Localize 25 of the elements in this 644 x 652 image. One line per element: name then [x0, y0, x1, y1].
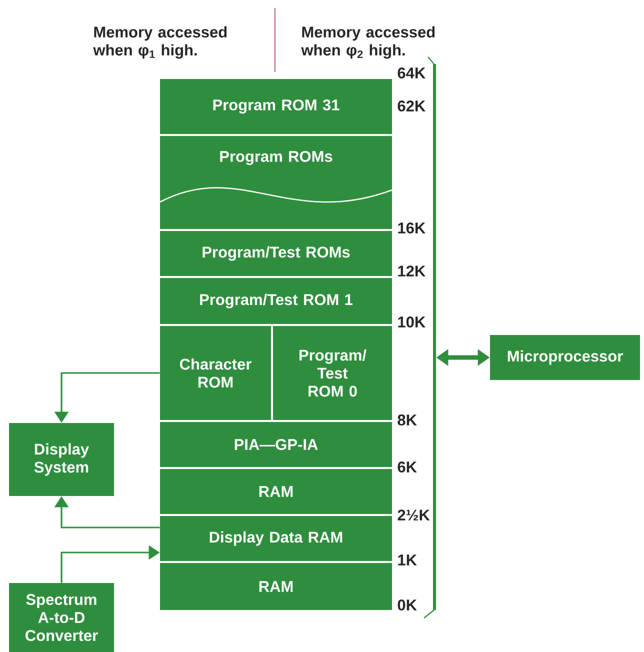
memory-block: Program ROMs: [160, 136, 392, 229]
address-label: 62K: [398, 100, 426, 112]
heading-text: Memory accessed when φ$_{1}$ high.: [93, 26, 227, 59]
address-label: 8K: [398, 414, 417, 426]
address-label: 16K: [398, 222, 426, 234]
memory-block: Display Data RAM: [160, 516, 392, 561]
memory-block: RAM: [160, 563, 392, 610]
address-label: 10K: [398, 316, 426, 328]
heading-text: Memory accessed when φ$_{2}$ high.: [301, 26, 435, 59]
component-box: Spectrum A-to-D Converter: [9, 583, 114, 652]
address-label: 2½K: [398, 510, 430, 520]
address-label: 0K: [398, 600, 417, 610]
memory-block: Program/ Test ROM 0: [273, 326, 392, 420]
address-label: 64K: [398, 68, 426, 78]
memory-block: Character ROM: [160, 326, 271, 420]
memory-block: PIA—GP-IA: [160, 422, 392, 467]
memory-block: Program/Test ROMs: [160, 231, 392, 276]
address-label: 1K: [398, 554, 417, 566]
memory-block: Program/Test ROM 1: [160, 278, 392, 324]
address-label: 12K: [398, 266, 426, 276]
memory-block: RAM: [160, 469, 392, 514]
component-box: Microprocessor: [490, 335, 640, 380]
address-label: 6K: [398, 462, 417, 472]
component-box: Display System: [9, 423, 114, 496]
memory-block: Program ROM 31: [160, 79, 392, 134]
